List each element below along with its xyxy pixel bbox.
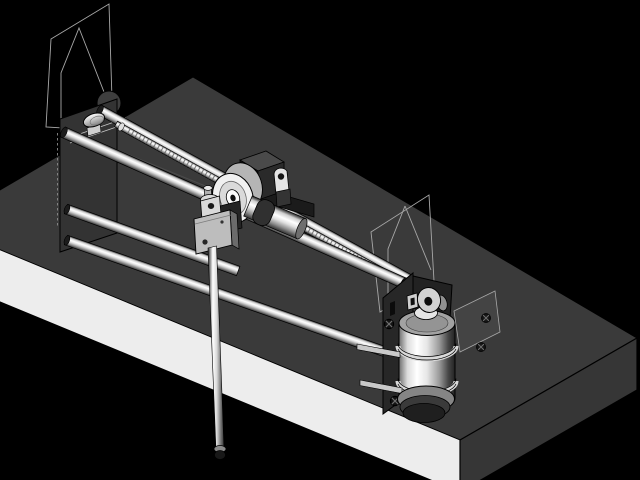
- panel-screw-2: [476, 342, 486, 352]
- shaft-end-knob: [82, 112, 106, 128]
- pulley-bore: [230, 194, 236, 202]
- carriage-feed-rod-endcap: [63, 204, 71, 215]
- mid-panel-inner-edge: [387, 205, 406, 303]
- socket-screw-top: [383, 318, 395, 330]
- knob-rim: [89, 115, 104, 126]
- base-plate-front-face: [0, 249, 461, 480]
- band-bolt-tail-1: [356, 343, 401, 358]
- band-1-edge: [397, 343, 457, 357]
- clamp-top-edge: [194, 214, 232, 225]
- sleeve-strap: [252, 199, 275, 227]
- pendulum-rod: [207, 245, 227, 460]
- hinge-lug: [416, 287, 448, 313]
- panel-screw-2-cross: [477, 343, 485, 351]
- slide-sleeve: [243, 195, 308, 240]
- base-plate-right-face: [459, 337, 638, 480]
- carriage-feed-rod: [63, 203, 241, 277]
- canister-base-foot: [402, 403, 446, 423]
- clevis-pin-cap: [203, 185, 213, 191]
- pendulum-rod-tip: [214, 450, 226, 460]
- band-clamp-1: [395, 345, 459, 362]
- support-rod-left-endcap: [60, 126, 68, 138]
- right-transparent-panel: [453, 290, 501, 353]
- pulley-carriage: [193, 150, 315, 255]
- lead-screw-coupler: [117, 122, 125, 132]
- hinge-pin-hole: [424, 296, 433, 306]
- mid-panel-inner-diagonal: [404, 205, 432, 271]
- panel-screw-1: [481, 313, 491, 323]
- panel-screw-1-cross: [482, 314, 490, 322]
- eye-bracket-hole: [277, 173, 285, 180]
- pivot-lug-slot: [410, 297, 415, 306]
- screw-cross-top: [385, 320, 393, 328]
- rod-clamp-block: [193, 209, 240, 255]
- clamp-bolt-dot: [220, 220, 224, 224]
- slide-sleeve-endcap: [295, 218, 308, 240]
- plate-notch: [390, 301, 395, 316]
- eye-bracket-mount: [275, 188, 292, 208]
- clevis-hole: [207, 203, 215, 209]
- band-1-edge-lower: [397, 348, 457, 361]
- canister: [356, 298, 459, 423]
- right-panel-outline: [453, 290, 501, 353]
- clamp-bolt-hole: [202, 239, 208, 245]
- front-tie-rod-endcap: [63, 235, 71, 246]
- eye-bracket: [273, 167, 290, 195]
